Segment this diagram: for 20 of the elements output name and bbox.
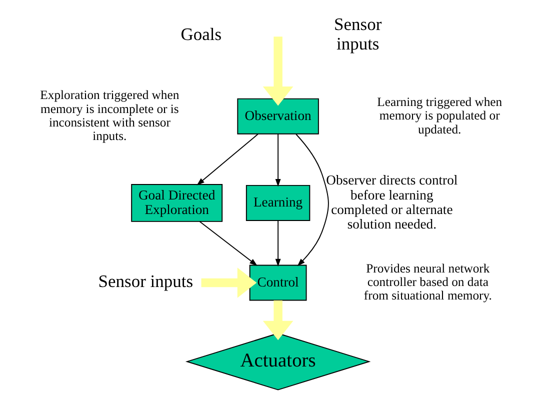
arrow [200,268,256,298]
node-text: Sensor inputs [98,271,193,292]
node-diamond: Actuators [184,332,370,390]
arrow [196,134,258,186]
label: Exploration triggered when memory is incomplete or is inconsistent with sensor inputs. [40,88,179,144]
arrow [262,300,293,340]
arrow [274,134,280,187]
label: Goals [180,24,222,44]
label: Learning triggered when memory is populated or updated. [376,95,502,136]
label: Sensor inputs [334,14,382,54]
node-box: Observation [236,98,318,134]
node-box: Goal Directed Exploration [130,184,222,222]
node-box: Control [248,264,306,301]
arrow [262,36,293,106]
arrow [274,220,280,267]
node-box: Learning [245,184,310,221]
arrow [198,221,257,266]
edge-label: Observer directs control before learning completed or alternate solution needed. [326,172,458,232]
label: Provides neural network controller based on data from situational memory. [363,261,492,303]
arrow [295,134,328,266]
